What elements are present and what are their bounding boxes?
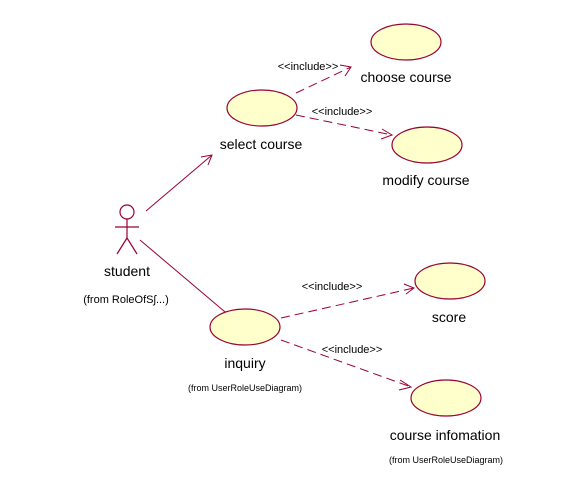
- use-case-inquiry[interactable]: [209, 308, 281, 346]
- use-case-choose-course[interactable]: [370, 23, 442, 61]
- actor-from: (from RoleOfSʃ...): [83, 294, 169, 306]
- inquiry-label: inquiry: [224, 355, 265, 371]
- association-student-select-course: [145, 154, 213, 212]
- actor-right-leg: [126, 237, 138, 255]
- actor-head: [119, 204, 135, 220]
- include-label-3: <<include>>: [302, 281, 363, 293]
- course-infomation-from: (from UserRoleUseDiagram): [389, 455, 503, 465]
- include-select-to-modify: [295, 114, 394, 140]
- include-select-to-choose: [295, 64, 352, 94]
- use-case-course-infomation[interactable]: [410, 379, 482, 417]
- select-course-label: select course: [220, 136, 303, 152]
- include-label-1: <<include>>: [278, 61, 339, 73]
- actor-name: student: [104, 263, 150, 279]
- modify-course-label: modify course: [382, 172, 469, 188]
- choose-course-label: choose course: [360, 69, 451, 85]
- include-inquiry-to-course-infomation: [280, 339, 413, 391]
- inquiry-from: (from UserRoleUseDiagram): [188, 383, 302, 393]
- include-label-4: <<include>>: [322, 344, 383, 356]
- student-actor[interactable]: [115, 204, 139, 255]
- use-case-modify-course[interactable]: [391, 126, 463, 164]
- use-case-score[interactable]: [414, 262, 486, 300]
- score-label: score: [432, 309, 466, 325]
- course-infomation-label: course infomation: [390, 427, 501, 443]
- use-case-select-course[interactable]: [226, 89, 298, 127]
- actor-left-leg: [116, 237, 128, 255]
- include-inquiry-to-score: [280, 283, 416, 319]
- include-label-2: <<include>>: [312, 106, 373, 118]
